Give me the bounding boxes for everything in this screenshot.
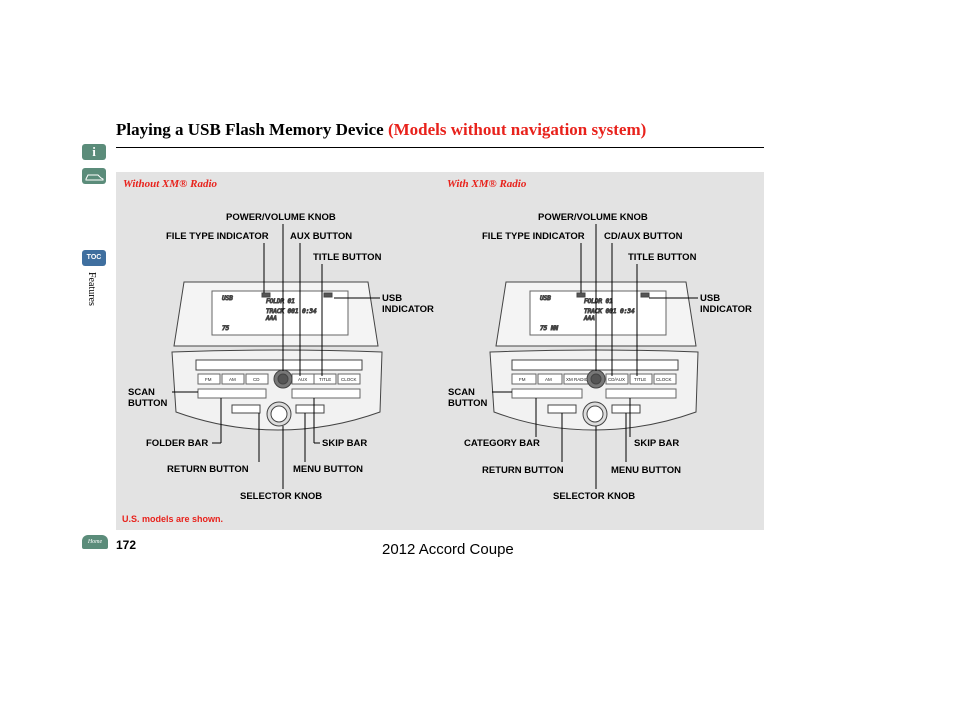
svg-text:USB: USB bbox=[222, 295, 233, 302]
home-button[interactable]: Home bbox=[82, 535, 108, 549]
svg-text:AAA: AAA bbox=[583, 315, 595, 322]
right-file-type-indicator-label: FILE TYPE INDICATOR bbox=[482, 231, 585, 242]
svg-text:75 NN: 75 NN bbox=[540, 325, 558, 332]
left-usb-indicator-label: USB INDICATOR bbox=[382, 293, 434, 315]
svg-text:TRACK 001 0:34: TRACK 001 0:34 bbox=[584, 308, 635, 315]
toc-button[interactable]: TOC bbox=[82, 250, 106, 266]
svg-text:AM: AM bbox=[545, 377, 552, 382]
page-title: Playing a USB Flash Memory Device (Model… bbox=[116, 120, 646, 140]
models-note: U.S. models are shown. bbox=[122, 514, 224, 524]
left-return-button-label: RETURN BUTTON bbox=[167, 464, 249, 475]
right-cd-aux-button-label: CD/AUX BUTTON bbox=[604, 231, 683, 242]
car-icon[interactable] bbox=[82, 168, 106, 184]
right-selector-knob-label: SELECTOR KNOB bbox=[553, 491, 636, 502]
left-folder-bar-label: FOLDER BAR bbox=[146, 438, 209, 449]
left-power-volume-knob-label: POWER/VOLUME KNOB bbox=[226, 212, 336, 223]
page-number: 172 bbox=[116, 538, 137, 552]
left-scan-button-label: SCAN BUTTON bbox=[128, 387, 168, 409]
svg-text:CD: CD bbox=[253, 377, 260, 382]
left-radio: USB FOLDR 01 TRACK 001 0:34 AAA 75 FM AM… bbox=[171, 281, 383, 431]
right-return-button-label: RETURN BUTTON bbox=[482, 465, 564, 476]
svg-text:USB: USB bbox=[540, 295, 551, 302]
right-title-button-label: TITLE BUTTON bbox=[628, 252, 697, 263]
left-callout-lines bbox=[172, 224, 380, 489]
svg-text:FM: FM bbox=[205, 377, 212, 382]
svg-text:AAA: AAA bbox=[265, 315, 277, 322]
svg-text:AUX: AUX bbox=[298, 377, 307, 382]
svg-text:CLOCK: CLOCK bbox=[341, 377, 357, 382]
svg-text:XM RADIO: XM RADIO bbox=[566, 377, 589, 382]
left-subtitle: Without XM® Radio bbox=[123, 178, 218, 190]
svg-text:CD/AUX: CD/AUX bbox=[608, 377, 625, 382]
left-selector-knob-label: SELECTOR KNOB bbox=[240, 491, 323, 502]
info-icon[interactable]: i bbox=[82, 144, 106, 160]
left-menu-button-label: MENU BUTTON bbox=[293, 464, 364, 475]
right-subtitle: With XM® Radio bbox=[447, 178, 527, 190]
footer-model: 2012 Accord Coupe bbox=[382, 541, 514, 558]
svg-text:FOLDR 01: FOLDR 01 bbox=[584, 298, 613, 305]
left-skip-bar-label: SKIP BAR bbox=[322, 438, 368, 449]
right-callout-lines bbox=[492, 224, 698, 489]
left-aux-button-label: AUX BUTTON bbox=[290, 231, 353, 242]
svg-text:FOLDR 01: FOLDR 01 bbox=[266, 298, 295, 305]
right-skip-bar-label: SKIP BAR bbox=[634, 438, 680, 449]
left-title-button-label: TITLE BUTTON bbox=[313, 252, 382, 263]
svg-text:AM: AM bbox=[229, 377, 236, 382]
svg-text:FM: FM bbox=[519, 377, 526, 382]
page-title-main: Playing a USB Flash Memory Device bbox=[116, 120, 384, 139]
right-power-volume-knob-label: POWER/VOLUME KNOB bbox=[538, 212, 648, 223]
svg-text:TRACK 001 0:34: TRACK 001 0:34 bbox=[266, 308, 317, 315]
right-usb-indicator-label: USB INDICATOR bbox=[700, 293, 752, 315]
svg-text:75: 75 bbox=[222, 325, 230, 332]
left-file-type-indicator-label: FILE TYPE INDICATOR bbox=[166, 231, 269, 242]
title-rule bbox=[116, 147, 764, 148]
right-radio: USB FOLDR 01 TRACK 001 0:34 AAA 75 NN FM… bbox=[489, 281, 699, 431]
svg-text:CLOCK: CLOCK bbox=[656, 377, 672, 382]
right-menu-button-label: MENU BUTTON bbox=[611, 465, 682, 476]
svg-text:TITLE: TITLE bbox=[319, 377, 331, 382]
section-label: Features bbox=[86, 272, 97, 306]
right-category-bar-label: CATEGORY BAR bbox=[464, 438, 540, 449]
right-scan-button-label: SCAN BUTTON bbox=[448, 387, 488, 409]
page-title-qualifier: (Models without navigation system) bbox=[387, 120, 647, 139]
svg-text:TITLE: TITLE bbox=[634, 377, 646, 382]
